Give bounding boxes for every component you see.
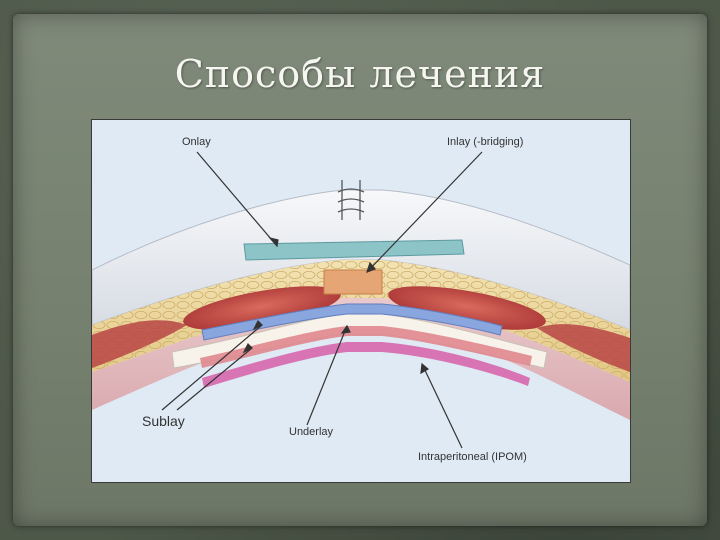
onlay-pointer — [196, 151, 278, 247]
skin-suture — [337, 180, 365, 220]
underlay-mesh — [200, 326, 532, 368]
label-ipom: Intraperitoneal (IPOM) — [418, 451, 527, 463]
lateral-muscle-right — [537, 324, 630, 372]
sublay-pointer-1 — [161, 324, 263, 411]
underlay-pointer — [306, 325, 348, 426]
onlay-mesh — [243, 239, 465, 261]
ipom-mesh — [202, 342, 530, 388]
label-onlay: Onlay — [182, 136, 211, 148]
ipom-pointer — [421, 363, 463, 449]
slide-title: Способы лечения — [174, 52, 546, 96]
rectus-muscle-left — [183, 286, 341, 330]
sublay-pointer-2 — [176, 347, 253, 411]
hernia-mesh-diagram: Onlay Inlay (-bridging) Sublay Underlay … — [91, 119, 631, 483]
diagram-canvas — [92, 151, 630, 449]
inlay-mesh — [323, 269, 383, 295]
label-underlay: Underlay — [289, 426, 334, 438]
inlay-pointer — [366, 151, 483, 273]
lateral-muscle-left — [92, 320, 187, 368]
sublay-mesh — [201, 303, 503, 341]
rectus-muscle-right — [388, 286, 546, 330]
label-inlay: Inlay (-bridging) — [447, 136, 524, 148]
label-sublay: Sublay — [142, 413, 185, 429]
